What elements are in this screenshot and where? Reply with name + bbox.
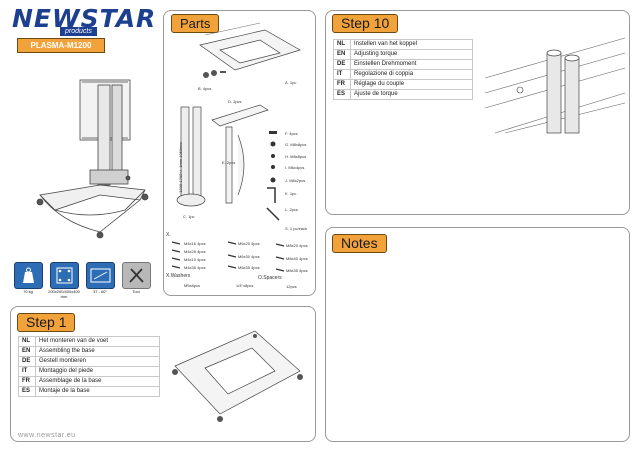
spec-weight-label: 70 kg: [23, 289, 33, 294]
part-g-label: G. M8x8pcs: [285, 142, 307, 147]
part-b-label: B. 4pcs: [198, 86, 212, 91]
bolt-col2-2: M6x35 4pcs: [238, 265, 260, 270]
part-i-label: I. M6x4pcs: [285, 165, 305, 170]
spacers-label: O.Spacers: [258, 275, 282, 281]
part-k-label: K. 1pc: [285, 191, 297, 196]
notes-title: Notes: [332, 234, 387, 253]
part-c-pole: [176, 106, 206, 207]
spec-vesa-label: 200x200/400x400 mm: [48, 289, 80, 299]
step10-illustration: [484, 37, 626, 134]
brand-subtitle: products: [60, 27, 97, 36]
bolt-col3-2: M8x35 4pcs: [286, 268, 308, 273]
pole-dimension: 1200-1700+/- 1mm 1050mm: [177, 142, 183, 193]
bolt-col2-0: M6x20 4pcs: [238, 241, 260, 246]
footer-url[interactable]: www.newstar.eu: [18, 432, 76, 439]
model-badge: PLASMA-M1200: [17, 38, 105, 53]
small-parts-icons: [266, 131, 280, 221]
part-b-casters: [203, 70, 226, 78]
spec-screen-label: 37 - 60": [93, 289, 107, 294]
part-d-label: D. 2pcs: [228, 99, 242, 104]
part-j-label: J. M8x2pcs: [285, 178, 306, 183]
washers-qty: M5x8pcs: [184, 283, 201, 288]
part-d-bracket: [211, 104, 269, 127]
weight-icon: [14, 262, 43, 289]
step10-title: Step 10: [332, 14, 399, 33]
screen-size-icon: [86, 262, 115, 289]
parts-title: Parts: [171, 14, 220, 33]
part-a-base-frame: [199, 22, 301, 71]
vesa-icon: [50, 262, 79, 289]
bolt-col1-1: M4x25 4pcs: [184, 249, 206, 254]
step1-illustration: [172, 330, 303, 422]
tools-icon: [122, 262, 151, 289]
part-a-label: A. 1pc: [285, 80, 297, 85]
spacers-qty: 12pcs: [286, 284, 297, 289]
part-c-label: C. 1pc: [183, 214, 195, 219]
part-e-arms: [225, 126, 245, 204]
spec-tools-label: Tool: [132, 289, 140, 294]
bolt-col1-3: M4x35 4pcs: [184, 265, 206, 270]
washers-qty-2: 1/4"x8pcs: [236, 283, 254, 288]
bolt-col3-1: M8x40 4pcs: [286, 256, 308, 261]
notes-panel: [325, 227, 630, 442]
part-l-label: L. 2pcs: [285, 207, 298, 212]
step1-title: Step 1: [17, 313, 76, 332]
part-s-label: S. 1 pc/each: [285, 226, 308, 231]
bolt-col2-1: M6x30 4pcs: [238, 254, 260, 259]
hardware-x-label: X.: [166, 232, 171, 238]
bolt-col3-0: M8x20 4pcs: [286, 243, 308, 248]
part-e-label: E. 2pcs: [222, 160, 236, 165]
product-illustration: [36, 79, 149, 239]
bolt-icons: [171, 241, 285, 272]
bolt-col1-0: M4x16 4pcs: [184, 241, 206, 246]
part-h-label: H. M8x8pcs: [285, 154, 307, 159]
part-f-label: F. 4pcs: [285, 131, 298, 136]
bolt-col1-2: M4x10 4pcs: [184, 257, 206, 262]
washers-label: X.Washers: [166, 273, 191, 279]
